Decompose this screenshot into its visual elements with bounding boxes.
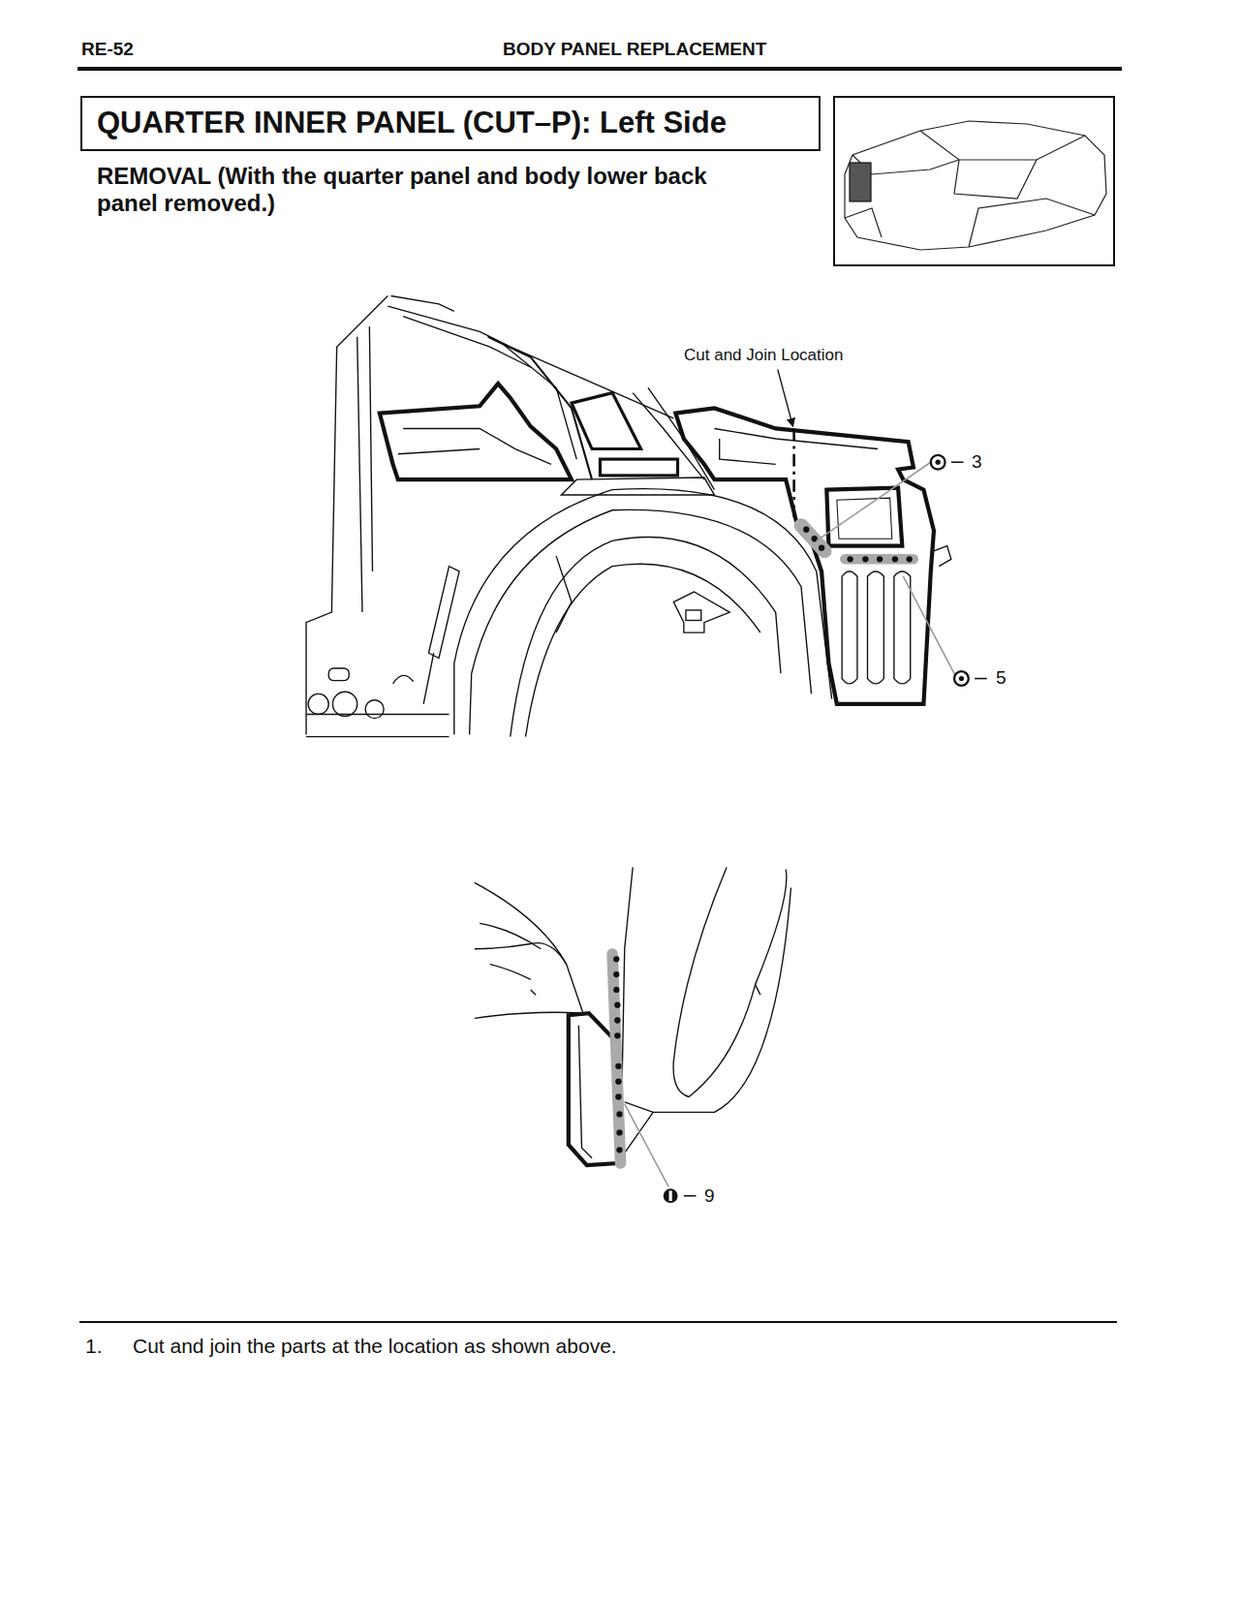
step-number: 1.	[85, 1334, 103, 1359]
quarter-inner-panel-drawing	[306, 296, 952, 738]
cut-join-leader	[777, 369, 794, 427]
section-title: QUARTER INNER PANEL (CUT–P): Left Side	[96, 105, 727, 141]
section-header: BODY PANEL REPLACEMENT	[502, 38, 767, 61]
step-text: Cut and join the parts at the location a…	[132, 1334, 618, 1359]
footer-rule	[79, 1321, 1117, 1324]
weld-symbols	[663, 455, 988, 1204]
title-box	[81, 96, 820, 151]
thumbnail-car	[844, 121, 1107, 250]
header-rule	[77, 66, 1122, 71]
page-number: RE-52	[81, 38, 134, 61]
callout-number: 5	[995, 667, 1007, 689]
lower-leader	[624, 1104, 669, 1187]
procedure-condition: REMOVAL (With the quarter panel and body…	[96, 162, 766, 217]
callout-number: 3	[971, 451, 983, 473]
lower-spot-welds	[613, 956, 622, 1153]
thumbnail-box	[834, 96, 1115, 266]
leader-lines	[816, 462, 956, 676]
cut-join-label: Cut and Join Location	[683, 345, 843, 366]
spot-welds	[803, 527, 913, 563]
callout-number: 9	[704, 1185, 715, 1208]
